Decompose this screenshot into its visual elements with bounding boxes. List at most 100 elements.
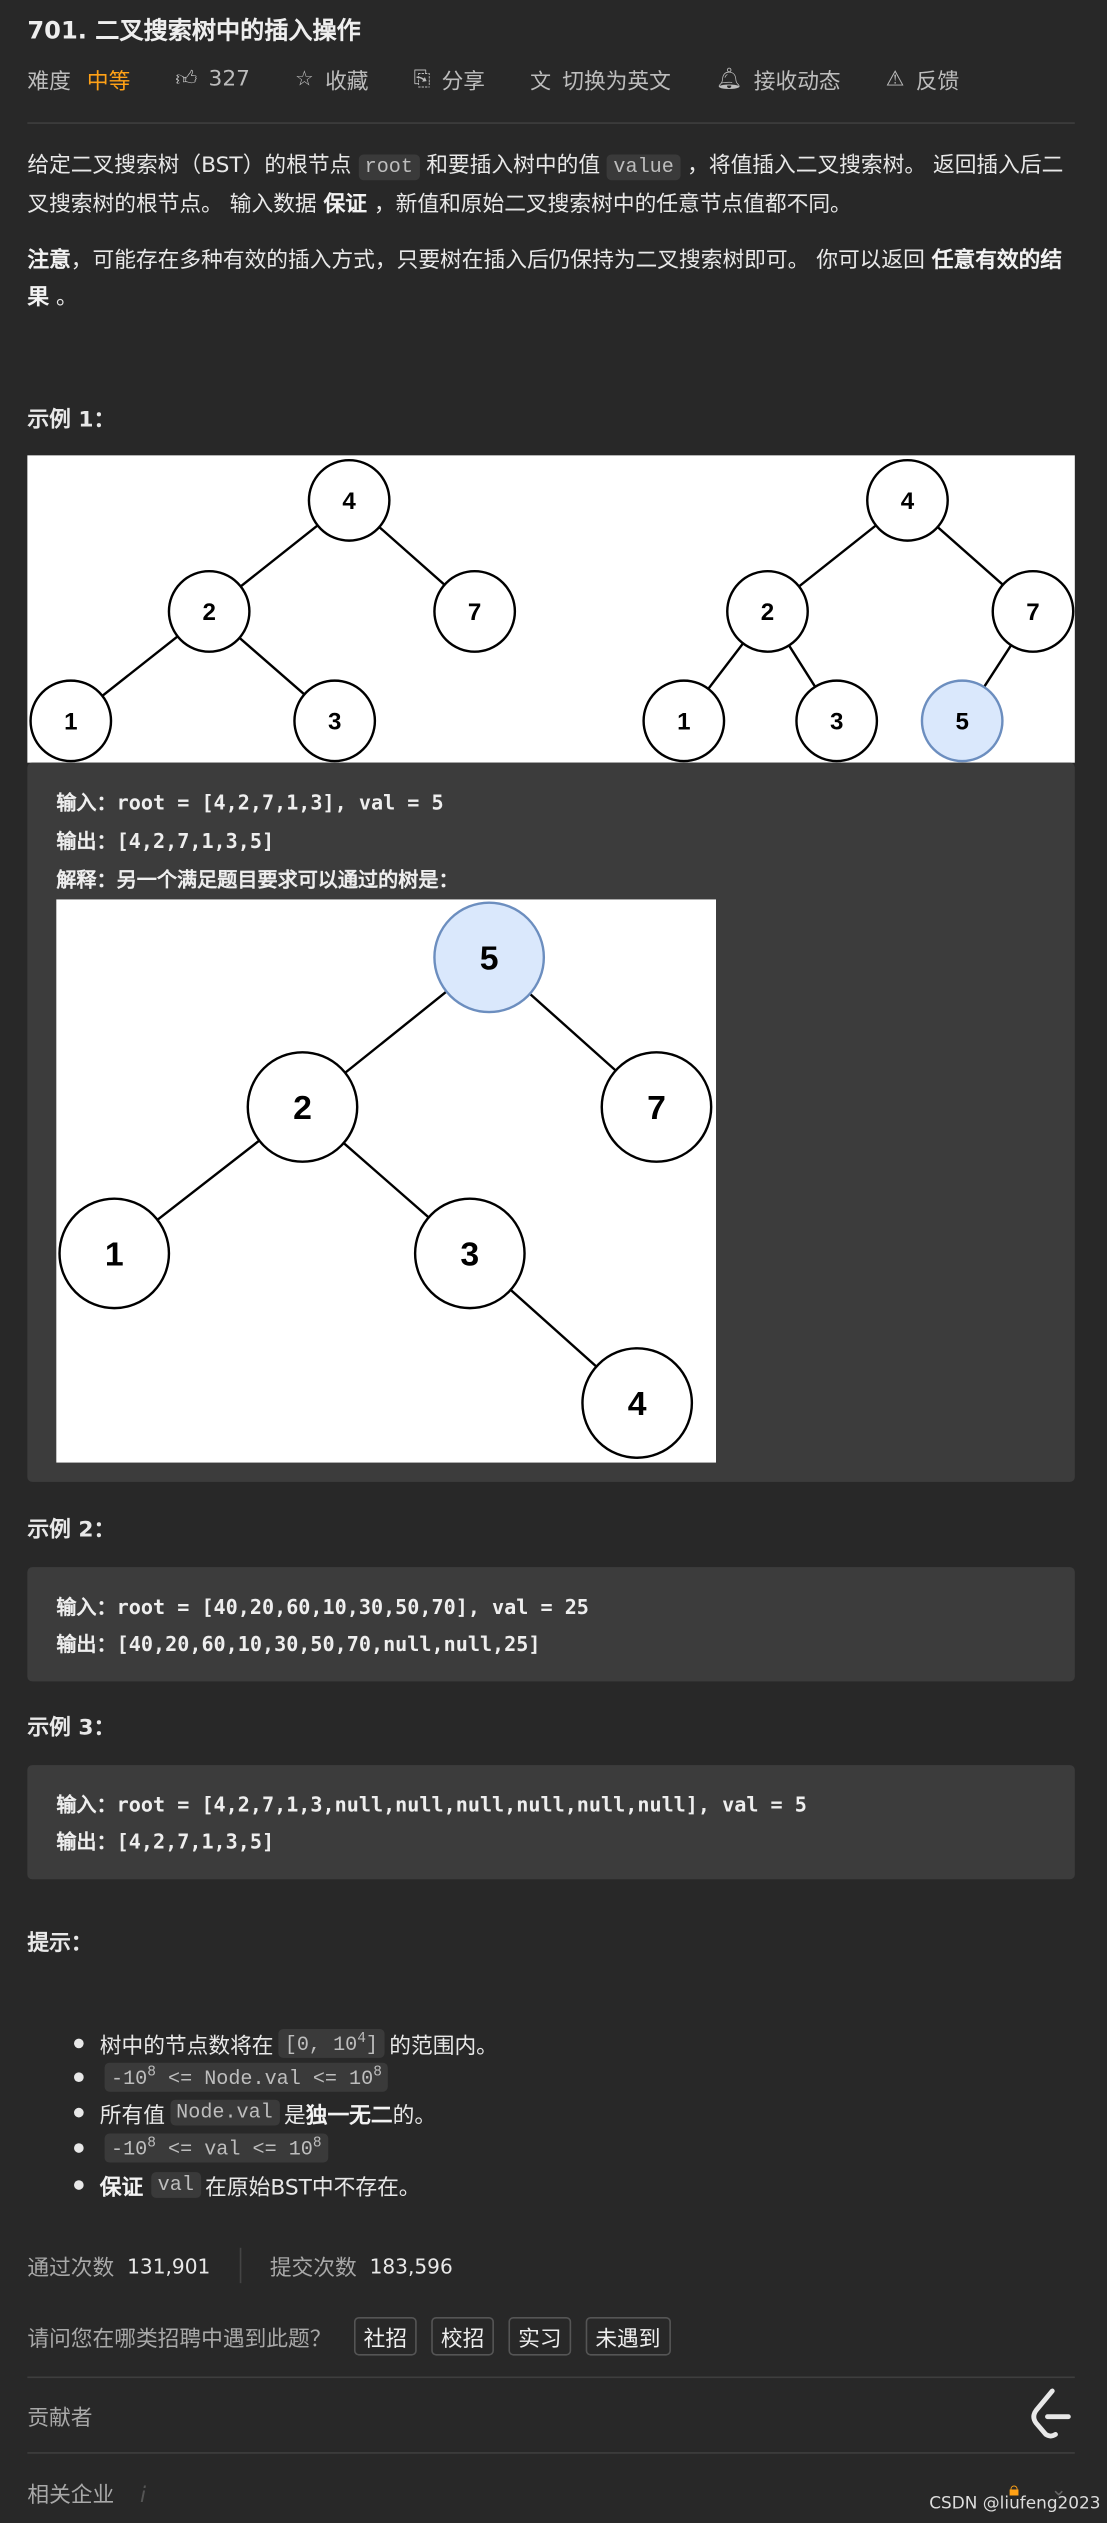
tree-node (581, 1347, 694, 1459)
tree-node-label: 5 (955, 709, 968, 736)
tree-node (991, 569, 1075, 653)
inline-code: -108 <= Node.val <= 108 (104, 2062, 389, 2092)
tree-node-label: 3 (460, 1236, 479, 1274)
hint-item: 所有值 Node.val 是 独一无二 的。 (74, 2097, 436, 2129)
difficulty: 难度中等 (27, 63, 130, 95)
example-input: 输入：root = [4,2,7,1,3], val = 5 (56, 785, 443, 816)
inline-code: [0, 104] (278, 2028, 385, 2059)
example-input: 输入：root = [40,20,60,10,30,50,70], val = … (56, 1590, 589, 1621)
value: root = [40,20,60,10,30,50,70], val = 25 (116, 1594, 589, 1619)
text: 树中的节点数将在 (99, 2033, 274, 2060)
bold-text: 保证 (99, 2175, 144, 2202)
tree-node (726, 569, 809, 653)
example-1-alt-tree-image: 5 2 7 1 3 4 (56, 899, 717, 1463)
tree-node-label: 7 (647, 1089, 666, 1127)
superscript: 8 (312, 2135, 322, 2152)
accepted-count: 131,901 (127, 2253, 211, 2278)
value: 另一个满足题目要求可以通过的树是： (116, 867, 459, 892)
code-text: -10 (111, 2067, 148, 2091)
survey-question: 请问您在哪类招聘中遇到此题？ (27, 2326, 332, 2353)
superscript: 8 (147, 2064, 156, 2081)
submitted-count: 183,596 (369, 2253, 453, 2278)
divider (27, 122, 1075, 124)
share-label: 分享 (441, 69, 486, 95)
watermark: CSDN @liufeng2023 (929, 2493, 1101, 2514)
text: ，新值和原始二叉搜索树中的任意节点值都不同。 (367, 191, 852, 218)
difficulty-label: 难度 (27, 69, 71, 95)
value: [40,20,60,10,30,50,70,null,null,25] (116, 1631, 541, 1656)
text: 是 (284, 2102, 306, 2129)
lock-icon: 🔒︎ (1008, 2477, 1020, 2501)
hints-heading: 提示： (27, 1930, 93, 1957)
example-output: 输出：[4,2,7,1,3,5] (56, 1825, 274, 1856)
divider (27, 2452, 1075, 2454)
thumbs-up-icon: 👍︎ (175, 66, 198, 91)
inline-code: root (358, 154, 420, 181)
tree-node-label: 4 (628, 1385, 647, 1423)
code-text: -10 (111, 2138, 148, 2162)
bullet (74, 2072, 84, 2083)
text: ，将值插入二叉搜索树。 返回插入后二叉搜索树的根节点。 输入数据 (27, 152, 1064, 218)
option-social-hire[interactable]: 社招 (353, 2316, 417, 2356)
option-campus-hire[interactable]: 校招 (431, 2316, 494, 2356)
share-icon: ⎘ (413, 66, 431, 91)
text: 所有值 (99, 2102, 165, 2129)
feedback-icon: ⚠︎ (885, 66, 905, 91)
label: 解释： (56, 867, 117, 892)
bell-icon: 🔔︎ (715, 66, 743, 91)
hint-item: -108 <= Node.val <= 108 (74, 2061, 393, 2093)
feedback-label: 反馈 (915, 69, 960, 95)
favorite-button[interactable]: ☆收藏 (295, 63, 368, 95)
bold-text: 注意 (27, 247, 71, 274)
option-internship[interactable]: 实习 (508, 2316, 572, 2356)
tree-node (58, 1197, 171, 1310)
bullet (74, 2107, 84, 2118)
feedback-button[interactable]: ⚠︎ 反馈 (886, 63, 959, 95)
tree-node-label: 5 (480, 940, 499, 978)
switch-language-label: 切换为英文 (562, 69, 671, 95)
related-companies-label: 相关企业 (27, 2482, 115, 2509)
subscribe-button[interactable]: 🔔︎ 接收动态 (716, 63, 841, 95)
share-button[interactable]: ⎘ 分享 (414, 63, 485, 95)
code-text: ] (365, 2033, 379, 2057)
label: 输入： (56, 1594, 117, 1619)
tree-node (795, 679, 879, 763)
bullet (74, 2038, 84, 2049)
code-text: <= val <= 10 (155, 2138, 313, 2162)
text: 的。 (392, 2102, 437, 2129)
tree-node-label: 4 (342, 488, 356, 515)
example-2-box: 输入：root = [40,20,60,10,30,50,70], val = … (27, 1567, 1075, 1682)
tree-node-label: 3 (830, 709, 843, 736)
option-not-encountered[interactable]: 未遇到 (585, 2316, 671, 2356)
favorite-label: 收藏 (325, 69, 369, 95)
tree-node (413, 1197, 526, 1310)
tree-node-label: 2 (761, 599, 774, 626)
leetcode-logo-icon (1031, 2388, 1071, 2439)
tree-node-label: 7 (468, 599, 481, 626)
tree-node (920, 679, 1004, 763)
interview-survey: 请问您在哪类招聘中遇到此题？ 社招 校招 实习 未遇到 (27, 2316, 684, 2356)
tree-node-label: 7 (1026, 599, 1039, 626)
tree-node-label: 2 (293, 1089, 312, 1127)
hint-item: 树中的节点数将在 [0, 104] 的范围内。 (74, 2027, 498, 2060)
subscribe-label: 接收动态 (753, 69, 841, 95)
tree-node-label: 1 (105, 1236, 124, 1274)
tree-node-label: 3 (328, 709, 341, 736)
tree-node (29, 679, 113, 763)
like-button[interactable]: 👍︎ 327 (175, 66, 250, 92)
switch-language-button[interactable]: 文切换为英文 (530, 63, 671, 95)
text: 。 (49, 284, 78, 311)
label: 输出： (56, 1631, 117, 1656)
bullet (74, 2180, 84, 2190)
chevron-down-icon[interactable]: ⌄ (1050, 2477, 1067, 2501)
like-count: 327 (208, 65, 250, 92)
toolbar: 难度中等 👍︎ 327 ☆收藏 ⎘ 分享 文切换为英文 🔔︎ 接收动态 ⚠︎ 反馈 (27, 63, 1004, 95)
tree-node (642, 679, 726, 763)
value: [4,2,7,1,3,5] (116, 1829, 275, 1854)
example-explanation: 解释：另一个满足题目要求可以通过的树是： (56, 862, 458, 893)
note-paragraph: 注意，可能存在多种有效的插入方式，只要树在插入后仍保持为二叉搜索树即可。 你可以… (27, 243, 1081, 317)
contributors-section[interactable]: 贡献者 (27, 2405, 93, 2432)
